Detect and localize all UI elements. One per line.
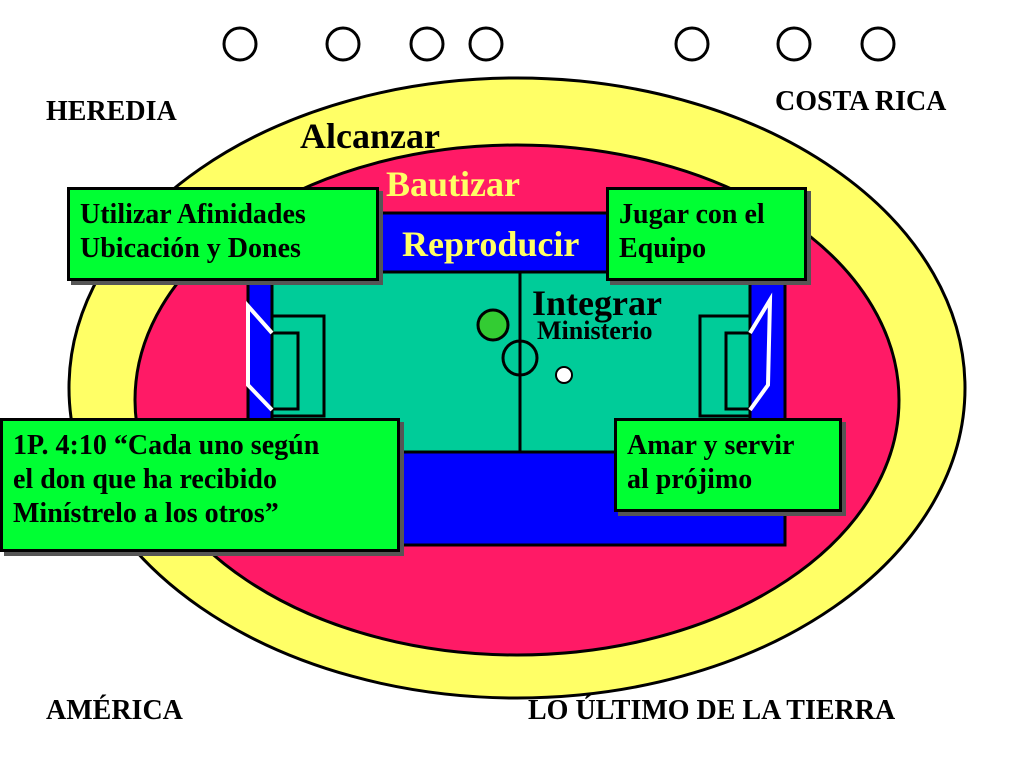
label-lo-ultimo: LO ÚLTIMO DE LA TIERRA [528,695,896,726]
top-circle [468,26,504,62]
top-circles-row [222,26,896,62]
left-goal-area [270,331,300,411]
top-circle [325,26,361,62]
right-goal-net [748,292,773,412]
callout-equipo-line-1: Jugar con el [619,199,765,230]
callout-afinidades-line-2: Ubicación y Dones [80,233,301,264]
callout-amar-line-2: al prójimo [627,464,753,495]
label-reproducir: Reproducir [402,224,580,264]
callout-equipo-line-2: Equipo [619,233,707,264]
left-goal-net [246,300,274,412]
green-ball [476,308,510,342]
label-integrar: Integrar [532,283,662,323]
top-circle [674,26,710,62]
top-circle [409,26,445,62]
top-circle [776,26,812,62]
white-ball [555,366,573,384]
top-circle [860,26,896,62]
label-ministerio: Ministerio [537,316,653,345]
callout-verse-line-1: 1P. 4:10 “Cada uno según [13,430,320,461]
label-heredia: HEREDIA [46,96,177,127]
right-goal-area [724,331,752,411]
top-circle [222,26,258,62]
label-costa-rica: COSTA RICA [775,86,947,117]
callout-afinidades-line-1: Utilizar Afinidades [80,199,306,230]
callout-verse: 1P. 4:10 “Cada uno según el don que ha r… [0,418,400,552]
callout-amar-line-1: Amar y servir [627,430,795,461]
callout-afinidades: Utilizar Afinidades Ubicación y Dones [67,187,379,281]
label-alcanzar: Alcanzar [300,116,440,156]
callout-amar: Amar y servir al prójimo [614,418,842,512]
callout-verse-line-2: el don que ha recibido [13,464,277,495]
label-america: AMÉRICA [46,695,183,726]
label-bautizar: Bautizar [386,164,520,204]
callout-equipo: Jugar con el Equipo [606,187,807,281]
center-circle [501,339,539,377]
callout-verse-line-3: Minístrelo a los otros” [13,498,279,529]
